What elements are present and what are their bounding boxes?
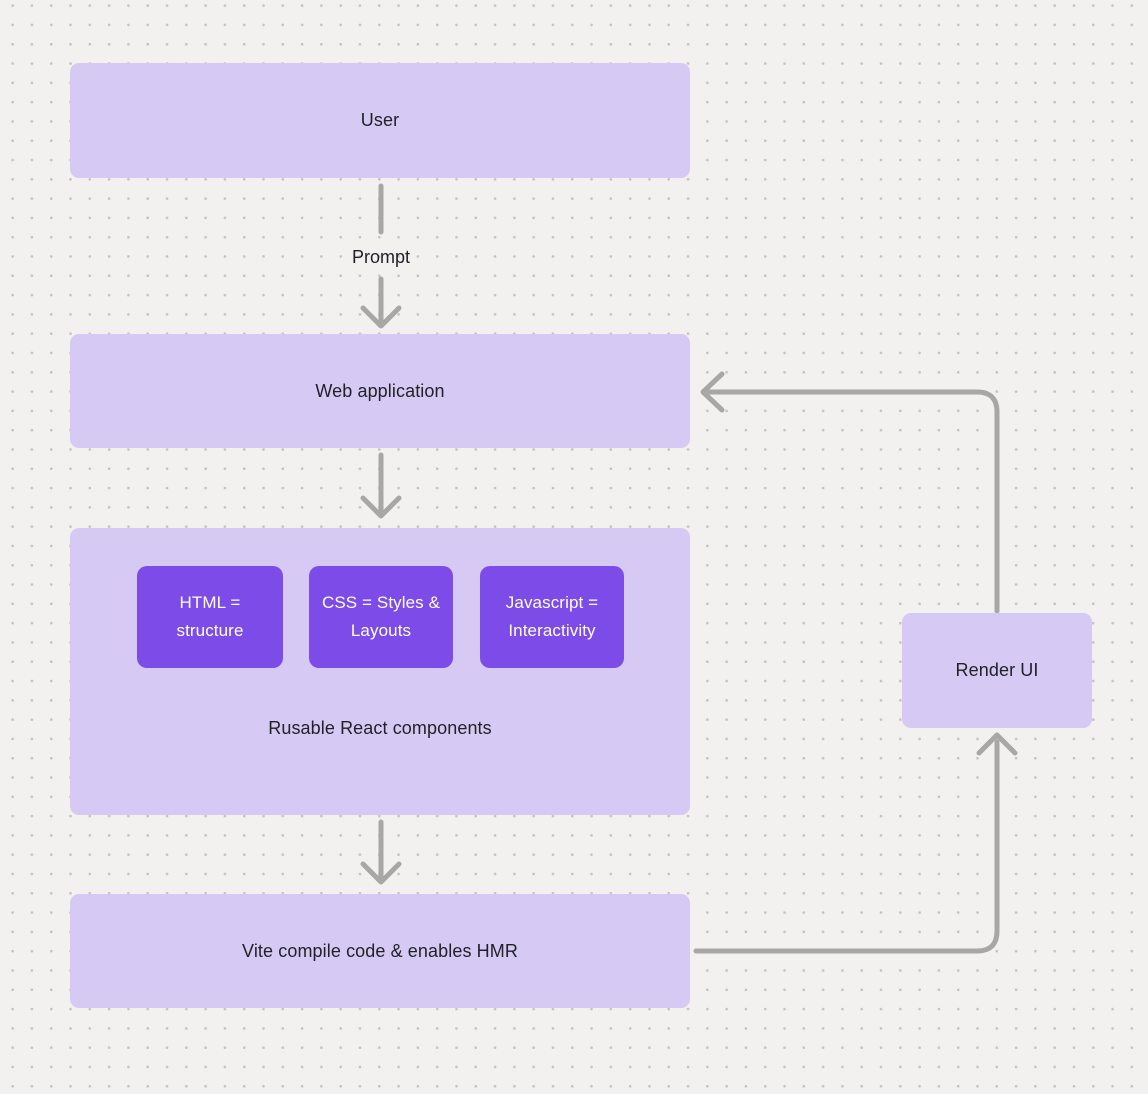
node-render-ui[interactable]: Render UI [902,613,1092,728]
node-user-label: User [360,110,400,130]
node-vite-label: Vite compile code & enables HMR [242,940,518,961]
arrow-down-icon [360,305,402,329]
edge-line [701,389,1000,614]
arrow-down-icon [360,861,402,885]
arrow-up-icon [976,732,1018,756]
edge-label-prompt: Prompt [351,247,411,267]
edge-vite-to-render-ui [693,732,1018,954]
node-render-ui-label: Render UI [955,660,1039,680]
edge-render-ui-to-webapp [700,371,1000,614]
node-components-group[interactable]: HTML = structure CSS = Styles & Layouts … [70,528,690,815]
node-web-application-label: Web application [315,380,445,401]
node-javascript[interactable]: Javascript = Interactivity [480,566,624,668]
node-css[interactable]: CSS = Styles & Layouts [309,566,453,668]
node-web-application[interactable]: Web application [70,334,690,448]
arrow-left-icon [700,371,725,413]
node-javascript-label: Javascript = Interactivity [505,593,599,640]
edge-line [693,739,1000,954]
edge-components-to-vite [360,819,402,885]
node-css-label: CSS = Styles & Layouts [321,593,441,640]
node-html-label: HTML = structure [176,593,244,640]
components-group-caption: Rusable React components [268,718,492,738]
node-html[interactable]: HTML = structure [137,566,283,668]
edge-webapp-to-components [360,452,402,519]
arrow-down-icon [360,495,402,519]
node-vite[interactable]: Vite compile code & enables HMR [70,894,690,1008]
node-user[interactable]: User [70,63,690,178]
